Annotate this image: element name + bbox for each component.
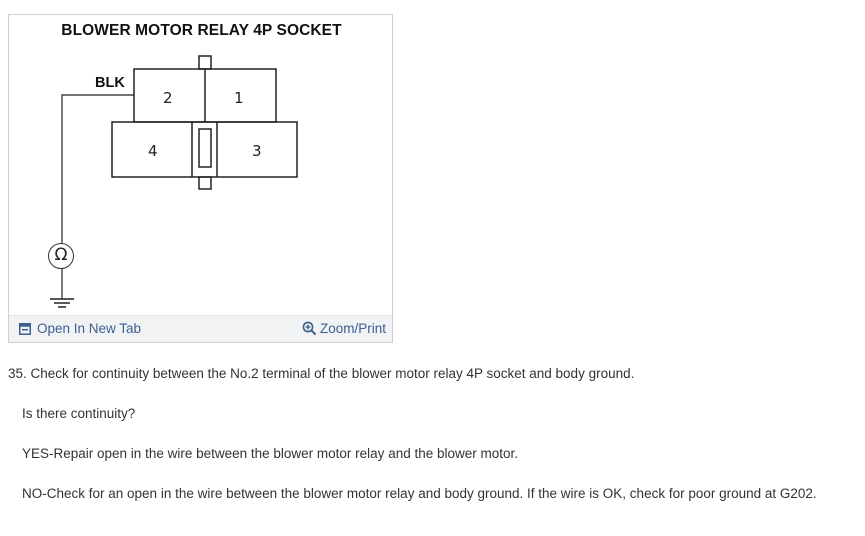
wire-color-label: BLK xyxy=(95,75,125,91)
lower-housing xyxy=(111,121,298,178)
open-in-new-tab-label: Open In New Tab xyxy=(37,321,142,336)
top-latch xyxy=(198,55,212,70)
terminal-3-label: 3 xyxy=(252,142,262,160)
magnifier-plus-icon xyxy=(302,321,317,336)
bottom-latch xyxy=(198,176,212,190)
relay-socket-diagram: BLOWER MOTOR RELAY 4P SOCKET xyxy=(9,15,394,319)
diagram-figure: BLOWER MOTOR RELAY 4P SOCKET xyxy=(8,14,393,343)
center-slot xyxy=(198,128,212,168)
terminal-1-label: 1 xyxy=(234,89,244,107)
zoom-print-link[interactable]: Zoom/Print xyxy=(302,321,386,336)
no-answer: NO-Check for an open in the wire between… xyxy=(22,486,817,501)
new-tab-icon xyxy=(19,322,31,335)
terminal-4-label: 4 xyxy=(148,142,158,160)
yes-answer: YES-Repair open in the wire between the … xyxy=(22,446,519,461)
terminal-2-label: 2 xyxy=(163,89,173,107)
figure-toolbar: Open In New Tab Zoom/Print xyxy=(9,315,392,342)
continuity-question: Is there continuity? xyxy=(22,406,136,421)
step-instruction: 35. Check for continuity between the No.… xyxy=(8,366,635,381)
diagram-title: BLOWER MOTOR RELAY 4P SOCKET xyxy=(61,22,342,39)
zoom-print-label: Zoom/Print xyxy=(319,321,386,336)
blk-wire xyxy=(61,94,134,243)
open-in-new-tab-link[interactable]: Open In New Tab xyxy=(19,321,141,336)
ohmmeter-icon: Ω xyxy=(48,243,74,269)
socket-drawing xyxy=(50,55,298,308)
